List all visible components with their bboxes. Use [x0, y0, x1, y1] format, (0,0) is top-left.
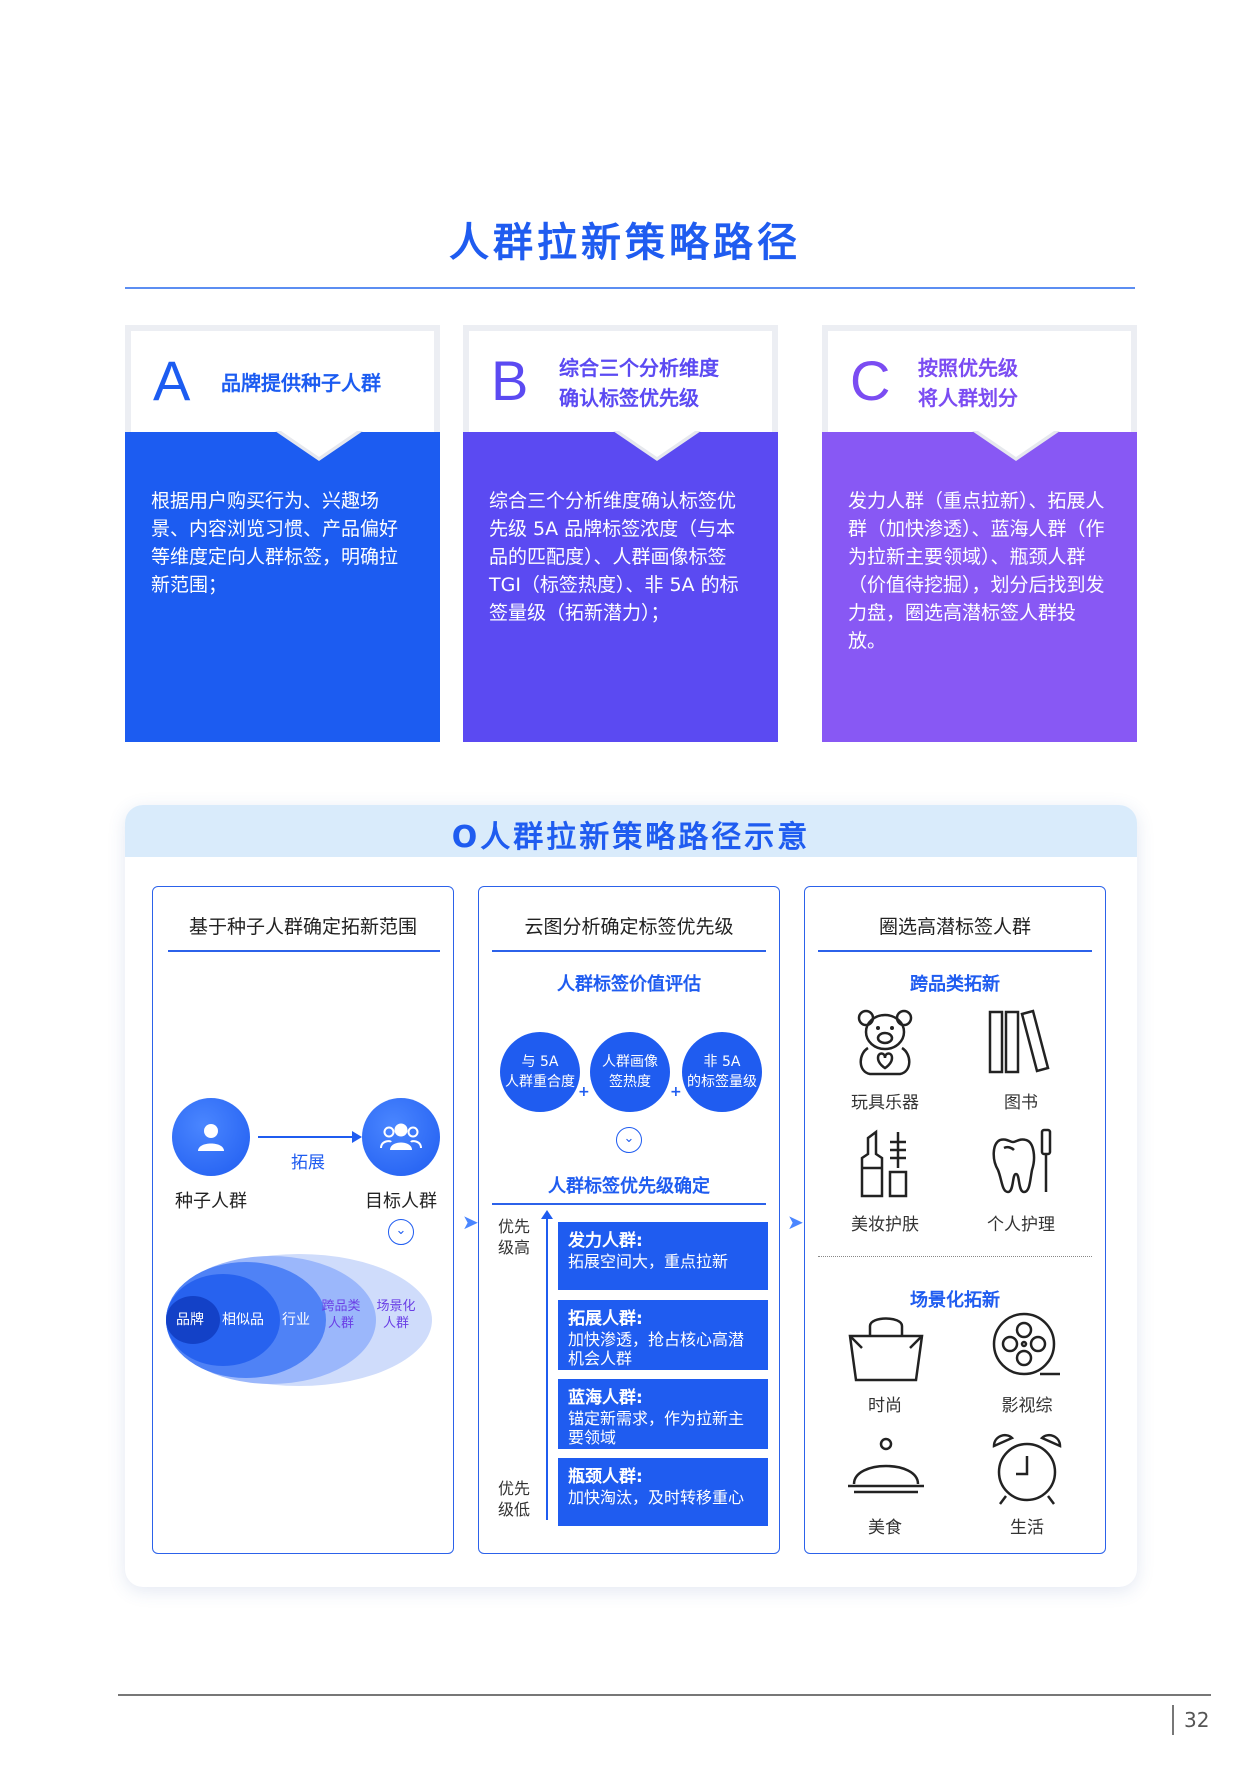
column-divider	[818, 950, 1092, 952]
page-number: 32	[1184, 1708, 1210, 1732]
card-c-heading: 按照优先级 将人群划分	[918, 356, 1018, 410]
page-title: 人群拉新策略路径	[449, 220, 801, 266]
shopping-bag-icon	[848, 1317, 924, 1382]
eval-circle-portrait-heat: 人群画像签热度	[590, 1032, 670, 1112]
group-icon	[380, 1123, 422, 1150]
books-icon	[988, 1009, 1050, 1074]
card-a-letter: A	[153, 349, 191, 412]
cross-category-title: 跨品类拓新	[910, 974, 1000, 995]
alarm-clock-icon	[992, 1434, 1062, 1505]
section-separator	[818, 1256, 1092, 1257]
title-divider	[125, 287, 1135, 289]
cross-item-label: 图书	[1004, 1093, 1038, 1113]
ring-scene-label: 场景化人群	[376, 1299, 416, 1331]
card-b-heading: 综合三个分析维度 确认标签优先级	[559, 356, 719, 410]
ring-cross-category-label: 跨品类人群	[321, 1299, 361, 1331]
ring-industry-label: 行业	[282, 1312, 310, 1328]
column-seed-scope	[152, 886, 454, 1554]
seed-crowd-circle	[172, 1098, 250, 1176]
card-b-letter: B	[491, 349, 529, 412]
person-icon	[198, 1124, 224, 1151]
expand-arrow-head	[352, 1131, 362, 1143]
priority-low-label: 优先级低	[498, 1479, 531, 1519]
group-bottleneck: 瓶颈人群: 加快淘汰，及时转移重心	[558, 1458, 768, 1526]
lipstick-icon	[860, 1129, 908, 1198]
food-cloche-icon	[848, 1437, 924, 1494]
column-divider	[492, 950, 766, 952]
film-reel-icon	[992, 1312, 1060, 1376]
column-arrow-icon: ➤	[787, 1210, 804, 1234]
cross-item-label: 个人护理	[987, 1215, 1055, 1235]
plus-sign: +	[670, 1084, 682, 1100]
chevron-down-icon: ⌄	[616, 1127, 642, 1153]
scene-item-label: 美食	[868, 1518, 902, 1538]
expand-label: 拓展	[291, 1153, 325, 1173]
card-c-header: C 按照优先级 将人群划分	[822, 325, 1137, 433]
ring-brand-label: 品牌	[176, 1312, 204, 1328]
priority-axis	[546, 1216, 548, 1520]
column-divider	[492, 1203, 766, 1205]
column-arrow-icon: ➤	[462, 1210, 479, 1234]
card-b-header: B 综合三个分析维度 确认标签优先级	[463, 325, 778, 433]
ring-brand	[166, 1296, 220, 1344]
card-c-letter: C	[850, 349, 891, 412]
tooth-icon	[992, 1128, 1052, 1194]
diagram-title: O人群拉新策略路径示意	[451, 820, 811, 855]
group-expand: 拓展人群: 加快渗透，抢占核心高潜 机会人群	[558, 1300, 768, 1370]
group-power: 发力人群: 拓展空间大，重点拉新	[558, 1222, 768, 1290]
plus-sign: +	[578, 1084, 590, 1100]
chevron-down-icon: ⌄	[388, 1219, 414, 1245]
seed-crowd-label: 种子人群	[175, 1191, 247, 1212]
cross-item-label: 美妆护肤	[851, 1215, 919, 1235]
column-seed-scope-title: 基于种子人群确定拓新范围	[188, 916, 417, 938]
card-b-body: 综合三个分析维度确认标签优先级 5A 品牌标签浓度（与本品的匹配度）、人群画像标…	[463, 431, 778, 742]
target-crowd-circle	[362, 1098, 440, 1176]
group-blue-ocean: 蓝海人群: 锚定新需求，作为拉新主 要领域	[558, 1379, 768, 1449]
card-a-header: A 品牌提供种子人群	[125, 325, 440, 433]
card-a-heading: 品牌提供种子人群	[221, 371, 381, 395]
cross-item-label: 玩具乐器	[851, 1093, 919, 1113]
ring-similar-label: 相似品	[222, 1312, 264, 1328]
card-c-text: 发力人群（重点拉新）、拓展人群（加快渗透）、蓝海人群（作为拉新主要领域）、瓶颈人…	[848, 490, 1105, 652]
expand-arrow	[258, 1136, 358, 1138]
priority-axis-arrow	[541, 1210, 553, 1219]
page-number-separator	[1172, 1705, 1174, 1735]
scene-item-label: 影视综	[1001, 1396, 1053, 1416]
diagram-panel-header	[125, 805, 1137, 857]
target-crowd-label: 目标人群	[365, 1191, 437, 1212]
card-a-text: 根据用户购买行为、兴趣场景、内容浏览习惯、产品偏好等维度定向人群标签，明确拉新范…	[151, 490, 399, 596]
column-high-potential-title: 圈选高潜标签人群	[878, 916, 1031, 938]
column-high-potential	[804, 886, 1106, 1554]
column-divider	[168, 950, 440, 952]
card-b-text: 综合三个分析维度确认标签优先级 5A 品牌标签浓度（与本品的匹配度）、人群画像标…	[489, 490, 739, 624]
priority-high-label: 优先级高	[498, 1217, 531, 1257]
scene-item-label: 生活	[1010, 1518, 1044, 1538]
card-a-body: 根据用户购买行为、兴趣场景、内容浏览习惯、产品偏好等维度定向人群标签，明确拉新范…	[125, 431, 440, 742]
priority-title: 人群标签优先级确定	[548, 1176, 710, 1197]
teddy-bear-icon	[857, 1009, 913, 1076]
scene-item-label: 时尚	[868, 1396, 902, 1416]
column-tag-priority-title: 云图分析确定标签优先级	[524, 916, 734, 938]
footer-divider	[118, 1694, 1211, 1696]
scene-title: 场景化拓新	[910, 1290, 1000, 1311]
card-c-body: 发力人群（重点拉新）、拓展人群（加快渗透）、蓝海人群（作为拉新主要领域）、瓶颈人…	[822, 431, 1137, 742]
value-eval-title: 人群标签价值评估	[557, 974, 701, 995]
